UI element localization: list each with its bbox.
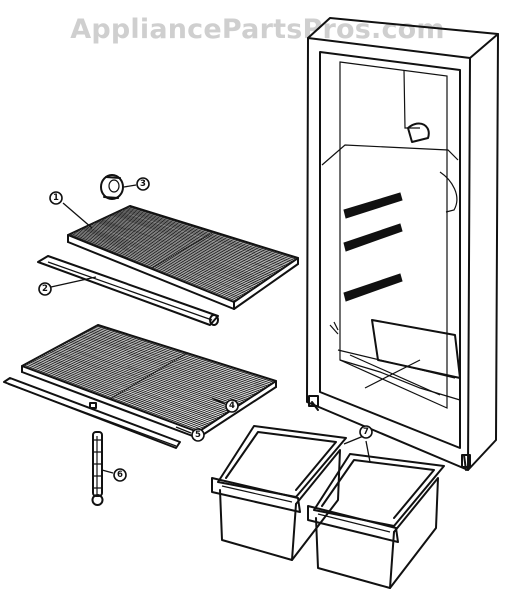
shelf-front-rail: [37, 255, 219, 326]
svg-text:5: 5: [195, 430, 201, 440]
callout-7: 7: [359, 425, 373, 439]
leader-line-2: [50, 276, 97, 288]
callout-1: 1: [49, 191, 63, 205]
callout-group: 1 2 3 4 5 6 7: [38, 177, 373, 482]
callout-5: 5: [191, 428, 205, 442]
callout-2: 2: [38, 282, 52, 296]
svg-text:1: 1: [53, 193, 59, 203]
callout-4: 4: [225, 399, 239, 413]
svg-text:6: 6: [117, 470, 123, 480]
svg-text:4: 4: [229, 401, 235, 411]
crisper-drawer-left: [211, 425, 347, 561]
leader-line-4: [211, 397, 226, 405]
shelf-wire-cross: [150, 231, 215, 269]
callout-6: 6: [113, 468, 127, 482]
leader-line-1: [62, 202, 93, 229]
leader-line-5: [175, 426, 192, 434]
refrigerator-cabinet: [306, 17, 499, 471]
watermark-text: AppliancePartsPros.com: [70, 14, 445, 45]
svg-text:3: 3: [140, 179, 146, 189]
shelf-end-cap-part: [100, 174, 124, 200]
shelf-support-rail: [3, 377, 181, 449]
svg-text:2: 2: [42, 284, 48, 294]
upper-wire-shelf: [67, 205, 299, 310]
svg-text:7: 7: [363, 427, 369, 437]
shelf-support-rails: [343, 192, 403, 302]
crisper-drawer-right: [307, 453, 445, 589]
callout-3: 3: [136, 177, 150, 191]
lower-wire-shelf: [21, 324, 277, 439]
shelf-rod-part: [91, 431, 104, 506]
leader-line-3: [123, 184, 137, 188]
leader-line-6: [101, 469, 114, 474]
shelf-wire-cross: [109, 352, 188, 400]
